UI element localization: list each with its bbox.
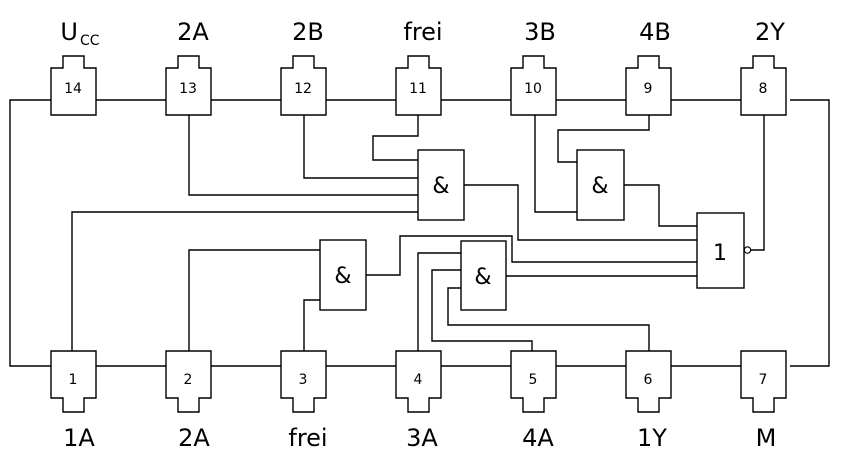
pin-number: 10 [524,81,542,97]
pin-number: 6 [644,372,653,388]
pin-number: 7 [759,372,768,388]
wire-pin12 [303,115,418,179]
wire-pin11 [372,115,419,161]
pin-label: 4B [639,18,671,46]
pin-label: 3A [406,424,438,452]
wire-pin9 [557,115,650,163]
and-gate-2-symbol: & [591,174,608,199]
inversion-bubble [743,246,752,254]
pin-label: 3B [524,18,556,46]
wire-pin4 [417,252,461,351]
pin-4: 4 3A [395,350,442,452]
pin-label-subscript: CC [80,33,100,49]
wire-and3-out [366,235,697,276]
pin-label: 2A [177,18,209,46]
pin-number: 2 [184,372,193,388]
pin-label: M [756,424,777,452]
and-gate-3: & [319,239,367,311]
and-gate-2: & [576,149,625,221]
pin-label: frei [288,424,327,452]
pin-number: 4 [414,372,423,388]
pin-number: 3 [299,372,308,388]
pin-5: 5 4A [510,350,557,452]
pin-label: 2A [178,424,210,452]
wiring [71,115,765,351]
bottom-pins: 1 1A 2 2A 3 frei 4 3A 5 4A 6 1Y [50,350,787,452]
pin-label: frei [403,18,442,46]
top-pins: 14 U CC 13 2A 12 2B 11 frei 10 3B 9 4B [50,18,787,116]
nor-gate-symbol: 1 [713,241,727,266]
pin-label: 2B [292,18,324,46]
wire-pin5 [431,269,533,351]
pin-label: 4A [522,424,554,452]
and-gate-4-symbol: & [474,265,491,290]
pin-number: 11 [409,81,427,97]
pin-13: 13 2A [165,18,212,116]
pin-12: 12 2B [280,18,327,116]
wire-pin3 [303,299,320,351]
pin-label: 1A [63,424,95,452]
pin-7: 7 M [740,350,787,452]
pin-8: 8 2Y [740,18,787,116]
pin-label: U [60,18,78,46]
pin-number: 8 [759,81,768,97]
wire-pin10 [534,115,577,213]
and-gate-1-symbol: & [432,174,449,199]
and-gate-4: & [460,240,507,311]
pin-number: 12 [294,81,312,97]
wire-and2-out [624,184,697,227]
pin-number: 14 [64,81,82,97]
pin-9: 9 4B [625,18,672,116]
pin-3: 3 frei [280,350,328,452]
pin-number: 9 [644,81,653,97]
pin-14: 14 U CC [50,18,100,116]
pin-number: 1 [69,372,78,388]
pin-number: 13 [179,81,197,97]
pin-6: 6 1Y [625,350,672,452]
wire-and1-out [464,184,697,241]
wire-pin6 [447,287,650,351]
pin-10: 10 3B [510,18,557,116]
and-gate-1: & [417,149,465,221]
pin-1: 1 1A [50,350,97,452]
pin-number: 5 [529,372,538,388]
and-gate-3-symbol: & [334,264,351,289]
pin-label: 1Y [637,424,667,452]
pin-11: 11 frei [395,18,443,116]
pin-2: 2 2A [165,350,212,452]
chip-outline [9,99,830,367]
nor-gate: 1 [696,212,752,289]
wire-or-out [751,115,765,251]
wire-pin13 [188,115,418,196]
pin-label: 2Y [755,18,785,46]
wire-pin2 [188,249,320,351]
wire-pin1 [71,211,418,351]
